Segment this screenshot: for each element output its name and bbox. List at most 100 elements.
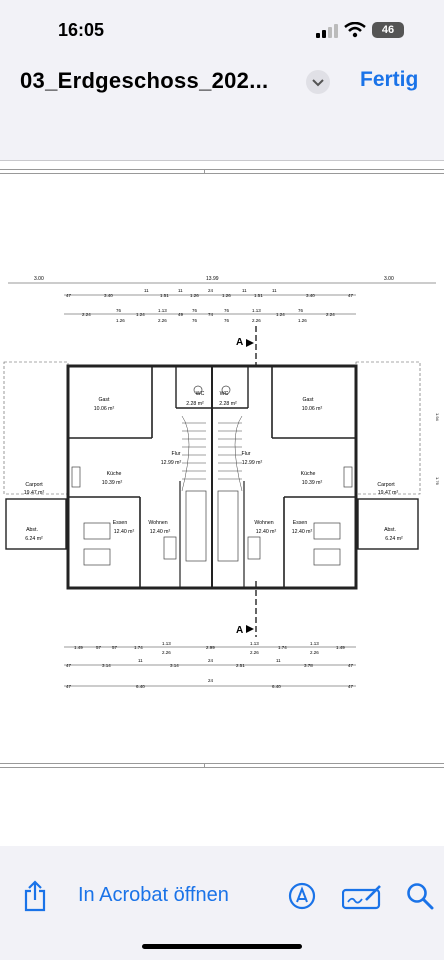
- staircase: [181, 415, 243, 492]
- room-kueche-area-right: 10.39 m²: [302, 480, 323, 486]
- dim-top-right: 3.00: [384, 276, 394, 282]
- dim-bot1-3: 1.74: [134, 645, 143, 650]
- status-time: 16:05: [58, 20, 105, 40]
- room-kueche-left: Küche: [107, 471, 122, 477]
- dim-row3-9: 1.24: [276, 312, 285, 317]
- dim-row3-7: 76: [224, 308, 230, 313]
- dim-row3-2: 1.24: [136, 312, 145, 317]
- dim-row2-7: 1.26: [222, 293, 231, 298]
- section-marker-bottom: A: [236, 581, 257, 637]
- wifi-icon: [344, 22, 366, 38]
- dim-bot2-8: 47: [348, 663, 354, 668]
- dim-row3b-5: 1.26: [298, 318, 307, 323]
- room-gast-area-right: 10.06 m²: [302, 406, 323, 412]
- dim-row3-5: 76: [192, 308, 198, 313]
- dim-top-center: 13.99: [206, 276, 219, 282]
- room-gast-left: Gast: [99, 397, 111, 403]
- search-icon[interactable]: [406, 882, 434, 910]
- status-bar: 16:05 46: [0, 0, 444, 56]
- cellular-signal-icon: [316, 24, 338, 38]
- dim-row3b-0: 1.26: [116, 318, 125, 323]
- room-wohnen-right: Wohnen: [254, 520, 273, 526]
- dim-bot3-4: 47: [348, 684, 354, 689]
- room-gast-right: Gast: [303, 397, 315, 403]
- room-flur-left: Flur: [172, 451, 181, 457]
- dim-row3b-3: 76: [224, 318, 230, 323]
- dim-bot2-4: 24: [208, 658, 214, 663]
- dim-bot1-7: 1.74: [278, 645, 287, 650]
- dim-row3-10: 76: [298, 308, 304, 313]
- dim-row2-10: 11: [272, 288, 277, 293]
- room-abst-right: Abst.: [384, 527, 396, 533]
- battery-indicator: 46: [372, 22, 404, 38]
- dim-row2-8: 11: [242, 288, 247, 293]
- dim-row3b-2: 76: [192, 318, 198, 323]
- room-essen-area-right: 12.40 m²: [292, 529, 313, 535]
- room-flur-right: Flur: [242, 451, 251, 457]
- dim-row2-6: 24: [208, 288, 214, 293]
- dim-bot2-5: 2.51: [236, 663, 245, 668]
- dim-bot2-2: 11: [138, 658, 143, 663]
- room-wc-left: WC: [196, 391, 205, 397]
- dim-row2-5: 1.26: [190, 293, 199, 298]
- dim-row2-11: 3.40: [306, 293, 315, 298]
- dim-bot2-1: 3.14: [102, 663, 111, 668]
- document-viewer[interactable]: 3.00 13.99 3.00 47 3.40 11 1.51 11 1.26 …: [0, 161, 444, 846]
- dim-row2-0: 47: [66, 293, 72, 298]
- dim-row2-12: 47: [348, 293, 354, 298]
- signature-icon[interactable]: [342, 884, 382, 910]
- dim-bot1-0: 1.49: [74, 645, 83, 650]
- markup-icon[interactable]: [288, 882, 316, 910]
- dim-row2-2: 11: [144, 288, 149, 293]
- room-carport-area-right: 19.47 m²: [378, 490, 399, 496]
- room-flur-area-right: 12.99 m²: [242, 460, 263, 466]
- dim-bot1-2: 57: [112, 645, 118, 650]
- dim-row3-6: 74: [208, 312, 214, 317]
- room-abst-area-left: 6.24 m²: [25, 536, 43, 542]
- room-kueche-area-left: 10.39 m²: [102, 480, 123, 486]
- open-in-acrobat-button[interactable]: In Acrobat öffnen: [78, 884, 229, 906]
- home-indicator[interactable]: [142, 944, 302, 949]
- room-carport-right: Carport: [377, 482, 395, 488]
- dim-bot3-2: 24: [208, 678, 214, 683]
- room-essen-left: Essen: [113, 520, 128, 526]
- dim-bot3-0: 47: [66, 684, 72, 689]
- dim-bot1-5: 2.99: [206, 645, 215, 650]
- room-abst-area-right: 6.24 m²: [385, 536, 403, 542]
- share-icon[interactable]: [22, 880, 48, 912]
- dim-bot3-3: 6.40: [272, 684, 281, 689]
- chevron-down-icon[interactable]: [306, 70, 330, 94]
- dim-bot2-0: 47: [66, 663, 72, 668]
- floor-plan[interactable]: 3.00 13.99 3.00 47 3.40 11 1.51 11 1.26 …: [0, 161, 444, 846]
- dim-side-0: 1.94: [435, 413, 440, 422]
- room-carport-left: Carport: [25, 482, 43, 488]
- dim-bot1b-1: 2.26: [250, 650, 259, 655]
- room-carport-area-left: 19.47 m²: [24, 490, 45, 496]
- room-abst-left: Abst.: [26, 527, 38, 533]
- room-flur-area-left: 12.99 m²: [161, 460, 182, 466]
- section-label-top: A: [236, 337, 243, 348]
- room-essen-area-left: 12.40 m²: [114, 529, 135, 535]
- dim-row3-3: 1.13: [158, 308, 167, 313]
- dim-bot2-3: 3.14: [170, 663, 179, 668]
- section-marker-top: A: [236, 326, 257, 366]
- bottom-toolbar: [0, 846, 444, 960]
- dim-bot1b-2: 2.26: [310, 650, 319, 655]
- room-wc-right: WC: [220, 391, 229, 397]
- dim-bot1-8: 1.13: [310, 641, 319, 646]
- dim-row2-1: 3.40: [104, 293, 113, 298]
- dim-row2-9: 1.51: [254, 293, 263, 298]
- dim-row2-4: 11: [178, 288, 183, 293]
- dim-row3-4: 49: [178, 312, 184, 317]
- dim-row3-11: 2.24: [326, 312, 335, 317]
- room-wc-area-left: 2.28 m²: [186, 401, 204, 407]
- dim-bot2-7: 3.78: [304, 663, 313, 668]
- dim-bot1-1: 57: [96, 645, 102, 650]
- dim-row3b-1: 2.26: [158, 318, 167, 323]
- done-button[interactable]: Fertig: [360, 68, 419, 91]
- dim-bot1-6: 1.13: [250, 641, 259, 646]
- dim-bot1-9: 1.49: [336, 645, 345, 650]
- dim-row3b-4: 2.26: [252, 318, 261, 323]
- section-label-bottom: A: [236, 625, 243, 636]
- room-wc-area-right: 2.28 m²: [219, 401, 237, 407]
